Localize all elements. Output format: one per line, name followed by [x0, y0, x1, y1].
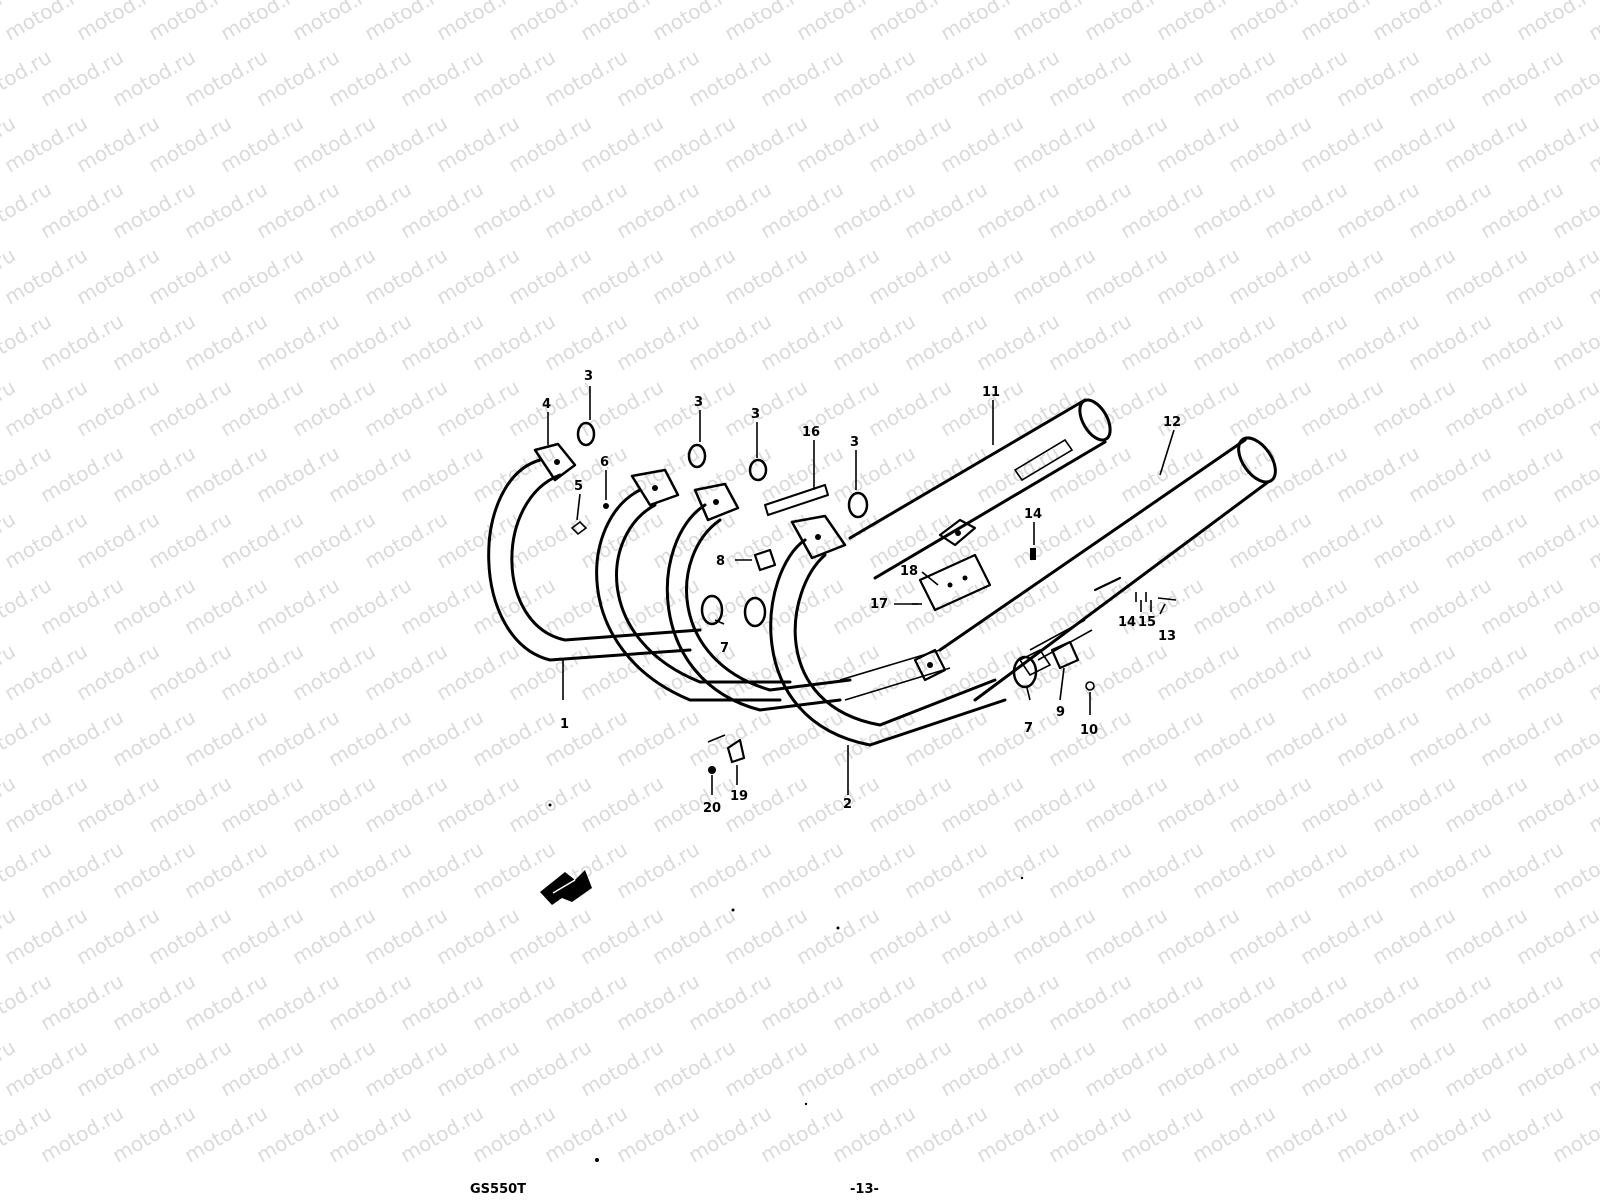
callout-10: 10 [1080, 723, 1098, 738]
callout-7: 7 [720, 641, 729, 656]
small-parts [570, 421, 1177, 774]
callout-3: 3 [694, 395, 703, 410]
callout-16: 16 [802, 425, 820, 440]
front-arrow-icon [540, 870, 592, 905]
callout-9: 9 [1056, 705, 1065, 720]
exhaust-pipe-2 [769, 514, 1007, 747]
leader-lines [547, 386, 1175, 795]
callout-14: 14 [1024, 507, 1042, 522]
callout-3: 3 [850, 435, 859, 450]
bracket-18 [918, 553, 992, 612]
callout-12: 12 [1163, 415, 1181, 430]
exhaust-pipe-inner-right [665, 482, 852, 712]
callout-1: 1 [560, 717, 569, 732]
callout-labels: 4 3 3 3 3 5 6 16 11 12 14 14 15 13 8 18 … [542, 369, 1181, 816]
callout-3: 3 [751, 407, 760, 422]
callout-8: 8 [716, 554, 725, 569]
callout-13: 13 [1158, 629, 1176, 644]
callout-3: 3 [584, 369, 593, 384]
callout-15: 15 [1138, 615, 1156, 630]
page-number: -13- [850, 1182, 879, 1197]
specks [548, 803, 1024, 1162]
model-code: GS550T [470, 1182, 527, 1197]
callout-11: 11 [982, 385, 1000, 400]
callout-2: 2 [843, 797, 852, 812]
exhaust-pipe-inner-left [595, 468, 792, 702]
callout-18: 18 [900, 564, 918, 579]
exhaust-pipe-1 [487, 442, 702, 662]
callout-17: 17 [870, 597, 888, 612]
muffler-11 [848, 398, 1112, 580]
callout-5: 5 [574, 479, 583, 494]
callout-14: 14 [1118, 615, 1136, 630]
callout-19: 19 [730, 789, 748, 804]
collector-pipe [839, 648, 1052, 701]
callout-7: 7 [1024, 721, 1033, 736]
muffler-12 [938, 436, 1277, 702]
callout-6: 6 [600, 455, 609, 470]
callout-4: 4 [542, 397, 551, 412]
callout-20: 20 [703, 801, 721, 816]
